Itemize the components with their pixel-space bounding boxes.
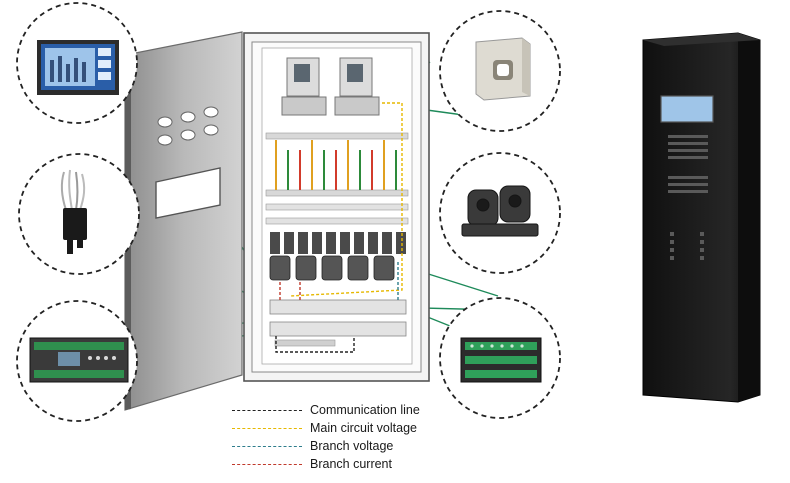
monitor-modules [269, 299, 407, 347]
legend-label-communication-line: Communication line [310, 403, 420, 417]
legend-label-branch-current: Branch current [310, 457, 392, 471]
legend-label-main-circuit-voltage: Main circuit voltage [310, 421, 417, 435]
legend-item-branch-current: Branch current [232, 456, 392, 472]
signal-lines [275, 102, 403, 353]
current-transformer-callout [439, 10, 561, 132]
io-terminal-module-icon [460, 337, 542, 383]
legend-label-branch-voltage: Branch voltage [310, 439, 394, 453]
door-vent-holes [157, 106, 219, 146]
legend-item-main-circuit-voltage: Main circuit voltage [232, 420, 417, 436]
branch-breakers [270, 232, 406, 254]
monitor-display-callout [16, 2, 138, 124]
cabinet-body [243, 32, 430, 382]
wire-connector-icon [60, 169, 87, 254]
legend-item-communication-line: Communication line [232, 402, 420, 418]
touch-screen-display-icon [37, 40, 119, 95]
current-transformer-icon [475, 37, 531, 101]
cabinet-door [124, 31, 243, 411]
branch-wires [275, 140, 397, 190]
rack-touch-screen [660, 95, 714, 123]
legend-swatch-communication-line [232, 409, 302, 411]
split-core-ct-icon [461, 185, 539, 237]
io-module-callout [439, 297, 561, 419]
legend-swatch-branch-voltage [232, 445, 302, 447]
bus-bars [265, 132, 409, 225]
main-breakers [281, 57, 380, 116]
split-core-sensor-callout [439, 152, 561, 274]
legend-item-branch-voltage: Branch voltage [232, 438, 393, 454]
rack-indicator-panels [668, 135, 708, 260]
legend-swatch-main-circuit-voltage [232, 427, 302, 429]
din-rail-meter-icon [29, 337, 129, 383]
din-rail-module-callout [16, 300, 138, 422]
server-rack-cabinet [642, 32, 761, 403]
door-window [155, 167, 221, 219]
branch-current-sensors [269, 255, 395, 281]
legend-swatch-branch-current [232, 463, 302, 465]
cable-connector-callout [18, 153, 140, 275]
